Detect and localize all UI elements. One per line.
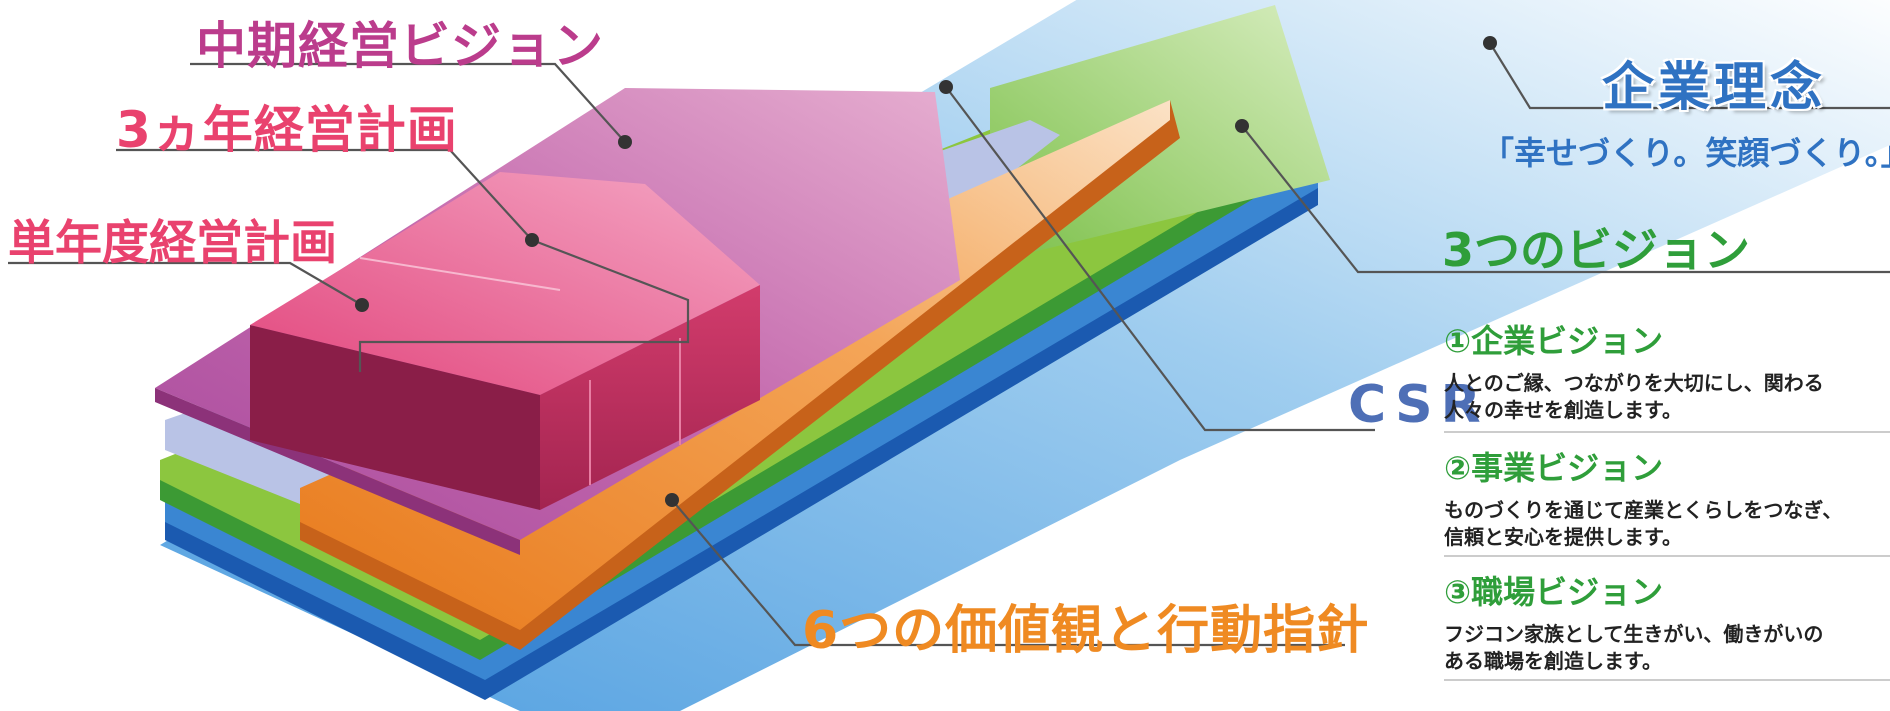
- leader-line-mid-term: [190, 62, 626, 143]
- leader-line-1yr: [8, 261, 363, 306]
- plan-block-top: [250, 172, 760, 395]
- leader-line-visions: [1241, 125, 1890, 274]
- dot-visions: [1235, 119, 1249, 133]
- label-csr: CSR: [1348, 375, 1489, 435]
- vision-item-business: ②事業ビジョン ものづくりを通じて産業とくらしをつなぎ、 信頼と安心を提供します…: [1444, 443, 1884, 551]
- vision-item-workplace: ③職場ビジョン フジコン家族として生きがい、働きがいの ある職場を創造します。: [1444, 567, 1884, 675]
- label-mid-term-vision: 中期経営ビジョン: [196, 17, 604, 75]
- dot-1yr: [355, 298, 369, 312]
- dot-values: [665, 493, 679, 507]
- vision-item-corporate: ①企業ビジョン 人とのご縁、つながりを大切にし、関わる 人々の幸せを創造します。: [1444, 316, 1884, 424]
- vision-description: フジコン家族として生きがい、働きがいの ある職場を創造します。: [1444, 622, 1824, 673]
- vision-description: 人とのご縁、つながりを大切にし、関わる 人々の幸せを創造します。: [1444, 371, 1824, 422]
- dot-csr: [939, 80, 953, 94]
- label-values: 6つの価値観と行動指針: [802, 601, 1370, 661]
- plan-block-front: [250, 325, 540, 510]
- dot-3yr: [525, 233, 539, 247]
- leader-line-3yr-bracket: [358, 238, 690, 372]
- label-single-year-plan: 単年度経営計画: [8, 216, 337, 271]
- vision-title: ②事業ビジョン: [1444, 449, 1664, 487]
- vision-description: ものづくりを通じて産業とくらしをつなぎ、 信頼と安心を提供します。: [1444, 498, 1843, 549]
- label-three-visions: 3つのビジョン: [1442, 223, 1751, 277]
- vision-title: ③職場ビジョン: [1444, 573, 1664, 611]
- label-corporate-philosophy: 企業理念: [1602, 58, 1827, 118]
- plan-block-divider-1: [359, 257, 561, 291]
- dot-philosophy: [1483, 36, 1497, 50]
- label-three-year-plan: 3ヵ年経営計画: [116, 101, 458, 159]
- mid-term-layer-magenta-edge: [155, 388, 520, 555]
- leader-line-csr: [945, 86, 1375, 432]
- vision-title: ①企業ビジョン: [1444, 322, 1664, 360]
- dot-mid-term: [618, 135, 632, 149]
- plan-block-side: [540, 285, 760, 510]
- leader-line-philosophy: [1489, 42, 1890, 110]
- philosophy-statement: 「幸せづくり。笑顔づくり。」: [1482, 134, 1890, 172]
- leader-line-3yr: [116, 148, 533, 241]
- leader-line-values: [671, 499, 1345, 647]
